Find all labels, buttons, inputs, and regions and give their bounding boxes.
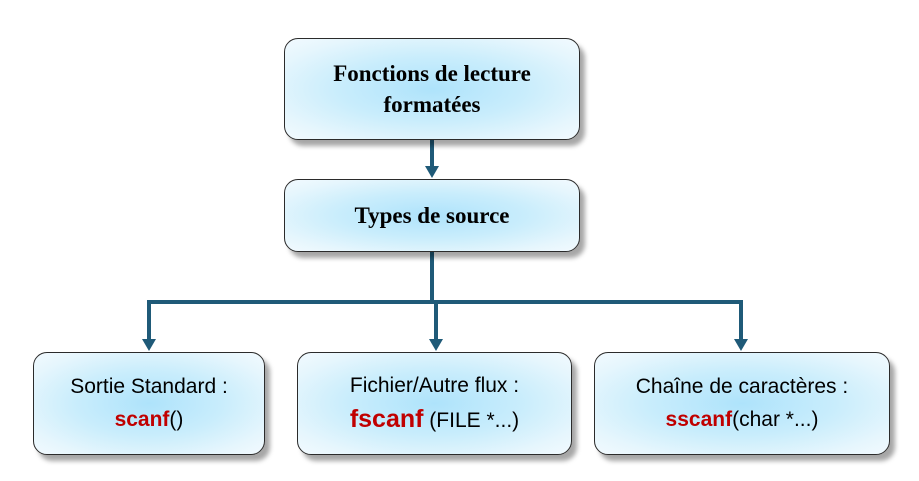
- root-title: Fonctions de lecture formatées: [333, 58, 531, 120]
- root-title-line1: Fonctions de lecture: [333, 61, 531, 86]
- arrowhead-stdin: [142, 339, 156, 351]
- fscanf-args: (FILE *...): [423, 408, 520, 432]
- sscanf-function-name: sscanf: [665, 407, 733, 431]
- file-stream-function: fscanf (FILE *...): [350, 404, 519, 436]
- string-source-label: Chaîne de caractères :: [635, 374, 849, 398]
- standard-input-node: Sortie Standard : scanf(): [33, 352, 265, 455]
- sscanf-args: (char *...): [732, 407, 819, 431]
- file-stream-label: Fichier/Autre flux :: [349, 373, 520, 397]
- scanf-function-name: scanf: [114, 407, 170, 431]
- arrowhead-string: [734, 339, 748, 351]
- file-stream-node: Fichier/Autre flux : fscanf (FILE *...): [297, 352, 572, 455]
- standard-input-function: scanf(): [115, 405, 184, 435]
- standard-input-label: Sortie Standard :: [70, 374, 228, 398]
- scanf-args: (): [169, 407, 184, 431]
- string-source-node: Chaîne de caractères : sscanf(char *...): [594, 352, 890, 455]
- root-node: Fonctions de lecture formatées: [284, 38, 580, 140]
- root-title-line2: formatées: [383, 92, 481, 117]
- fscanf-function-name: fscanf: [349, 404, 424, 433]
- source-types-title: Types de source: [354, 203, 510, 228]
- arrowhead-types: [425, 166, 439, 178]
- string-source-function: sscanf(char *...): [666, 405, 819, 435]
- source-types-node: Types de source: [284, 179, 580, 252]
- arrowhead-file: [429, 339, 443, 351]
